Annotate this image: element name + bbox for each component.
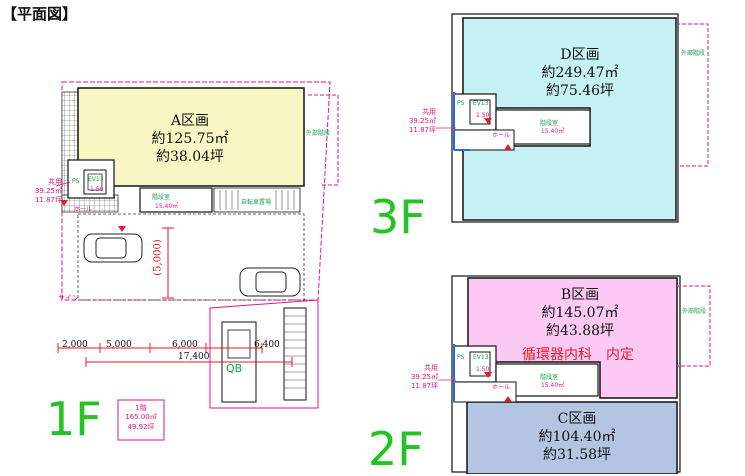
f2-stair-room-label: 階段室 (540, 374, 559, 381)
floor-2-plan (438, 275, 711, 474)
f3-ps-label: PS (457, 100, 465, 107)
f1-floor-total: 1階 165.00㎡ 49.92坪 (118, 404, 164, 432)
f2-shared-area-m2: 39.25㎡ (410, 372, 438, 381)
f1-stair-room-label: 階段室 (152, 194, 171, 201)
f1-outer-stair-label: 外部階段 (306, 130, 331, 137)
f1-sign-label: サイン (58, 294, 79, 302)
f2-unit-b-label: B区画 約145.07㎡ 約43.88坪 (520, 286, 640, 341)
f1-floor-total-box (117, 399, 165, 441)
f1-dim-5000: 5,000 (106, 340, 132, 350)
f3-stair-room-label: 階段室 (540, 120, 559, 127)
f1-ps-label: PS (72, 178, 80, 185)
f2-stair-room-area: 15.40㎡ (541, 382, 565, 389)
f1-dim-6000: 6,000 (172, 340, 198, 350)
f1-parking-area (77, 213, 305, 301)
f2-unit-c-area-tsubo: 約31.58坪 (542, 447, 612, 464)
f3-shared-label: 共用 39.25㎡ 11.87坪 (394, 108, 436, 134)
f1-stair-room-area: 15.40㎡ (155, 203, 179, 210)
f3-outer-stair-outline (676, 23, 709, 167)
f1-floor-total-title: 1階 (135, 404, 147, 412)
f3-shared-area-tsubo: 11.87坪 (408, 125, 436, 134)
f1-exterior-stair (283, 307, 307, 401)
f1-floor-total-m2: 165.00㎡ (125, 413, 157, 422)
f1-dim-6400: 6,400 (254, 340, 280, 350)
f1-unit-a-area-m2: 約125.75㎡ (151, 131, 229, 148)
page-title: 【平面図】 (2, 5, 78, 23)
f1-outer-stair-outline (308, 94, 339, 186)
f1-lower-site (209, 299, 319, 409)
f3-unit-d-name: D区画 (560, 47, 600, 63)
floor-label-1f: 1F (46, 392, 102, 446)
f1-shared-area-tsubo: 11.87坪 (34, 195, 62, 204)
f3-ev-size: 1.50 (476, 112, 490, 119)
f2-ev-label: EV13 (473, 354, 489, 361)
f1-floor-total-tsubo: 49.92坪 (127, 422, 155, 431)
f1-shared-area-m2: 39.25㎡ (34, 186, 62, 195)
floor-3-plan (436, 13, 709, 223)
f1-unit-a-area-tsubo: 約38.04坪 (155, 149, 225, 166)
f3-outer-stair-label: 外部階段 (681, 50, 706, 57)
f2-shared-title: 共用 (424, 364, 438, 372)
floor-label-2f: 2F (368, 422, 424, 476)
f1-dim-2000: 2,000 (62, 340, 88, 350)
f1-hall-label: ホール (74, 206, 93, 213)
f1-vertical-dim-label: (5,000) (152, 239, 164, 276)
f2-unit-c-area-m2: 約104.40㎡ (538, 429, 616, 446)
f1-qb-label: QB (226, 362, 243, 375)
f1-ev-label: EV13 (88, 176, 104, 183)
floor-1-plan (55, 81, 339, 441)
f2-unit-c-area (466, 401, 678, 474)
f2-ps-label: PS (457, 354, 465, 361)
f1-bike-area (213, 187, 301, 213)
f2-unit-b-area-tsubo: 約43.88坪 (545, 323, 615, 340)
f3-shared-area-m2: 39.25㎡ (408, 116, 436, 125)
f2-tenant-note: 循環器内科 内定 (522, 347, 634, 363)
f3-unit-d-area-m2: 約249.47㎡ (541, 65, 619, 82)
f1-bike-label: 自転車置場 (241, 199, 272, 206)
f2-shared-label: 共用 39.25㎡ 11.87坪 (396, 364, 438, 390)
f3-unit-d-area-tsubo: 約75.46坪 (545, 83, 615, 100)
f1-unit-a-area (77, 87, 305, 187)
f1-dim-total: 17,400 (178, 352, 210, 362)
f2-outer-stair-outline (677, 285, 711, 367)
f2-unit-b-area-m2: 約145.07㎡ (541, 305, 619, 322)
f3-outer-boundary (451, 13, 679, 223)
f1-ev-size: 1.50 (90, 186, 104, 193)
f3-unit-d-label: D区画 約249.47㎡ 約75.46坪 (520, 46, 640, 101)
f1-unit-a-label: A区画 約125.75㎡ 約38.04坪 (120, 112, 260, 167)
f1-stair-room (139, 187, 213, 213)
f2-outer-stair-label: 外部階段 (682, 308, 707, 315)
f2-unit-c-label: C区画 約104.40㎡ 約31.58坪 (522, 410, 632, 465)
f1-shared-label: 共用 39.25㎡ 11.87坪 (20, 178, 62, 204)
f2-shared-area-tsubo: 11.87坪 (410, 381, 438, 390)
f2-hall-label: ホール (492, 384, 511, 391)
f1-car-right (239, 267, 301, 297)
f2-unit-b-name: B区画 (560, 287, 600, 303)
floor-label-3f: 3F (370, 190, 426, 244)
f3-stair-room-area: 15.40㎡ (541, 128, 565, 135)
f3-hall-label: ホール (492, 132, 511, 139)
f3-shared-title: 共用 (422, 108, 436, 116)
f1-shared-title: 共用 (48, 178, 62, 186)
f2-unit-c-name: C区画 (557, 411, 597, 427)
f2-ev-size: 1.50 (476, 366, 490, 373)
f1-unit-a-name: A区画 (170, 113, 210, 129)
f1-car-left (83, 233, 143, 263)
f3-ev-label: EV13 (473, 100, 489, 107)
